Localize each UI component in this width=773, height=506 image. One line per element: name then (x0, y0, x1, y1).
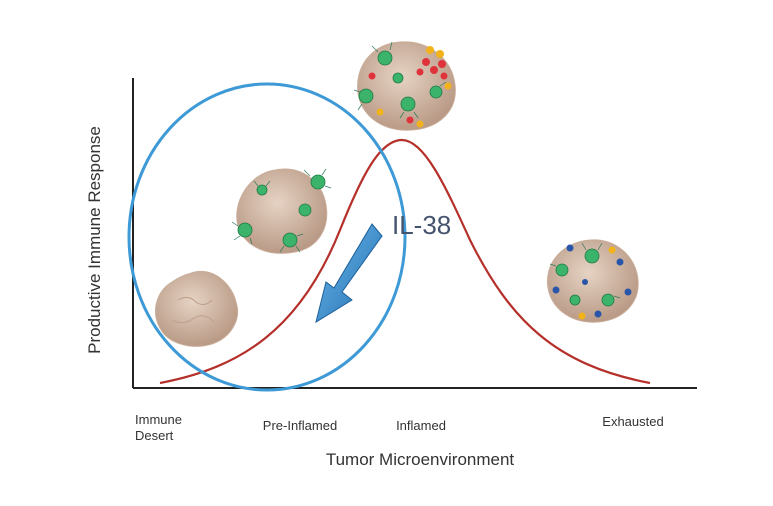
exhausted-tumor-cell (546, 239, 639, 323)
inflamed-tumor-cell (353, 41, 456, 131)
stage-label-immune-desert-2: Desert (135, 428, 174, 443)
pre-inflamed-tumor-cell (231, 168, 332, 254)
immune-response-curve (159, 138, 651, 385)
il38-arrow (315, 223, 383, 324)
stage-label-inflamed: Inflamed (396, 418, 446, 433)
x-axis-label: Tumor Microenvironment (326, 450, 515, 469)
stage-label-immune-desert-1: Immune (135, 412, 182, 427)
stage-label-pre-inflamed: Pre-Inflamed (263, 418, 337, 433)
stage-label-exhausted: Exhausted (602, 414, 663, 429)
il38-label: IL-38 (392, 210, 451, 240)
immune-desert-tumor-cell (155, 270, 238, 347)
y-axis-label: Productive Immune Response (85, 126, 104, 354)
pre-inflamed-highlight-circle (127, 82, 407, 392)
